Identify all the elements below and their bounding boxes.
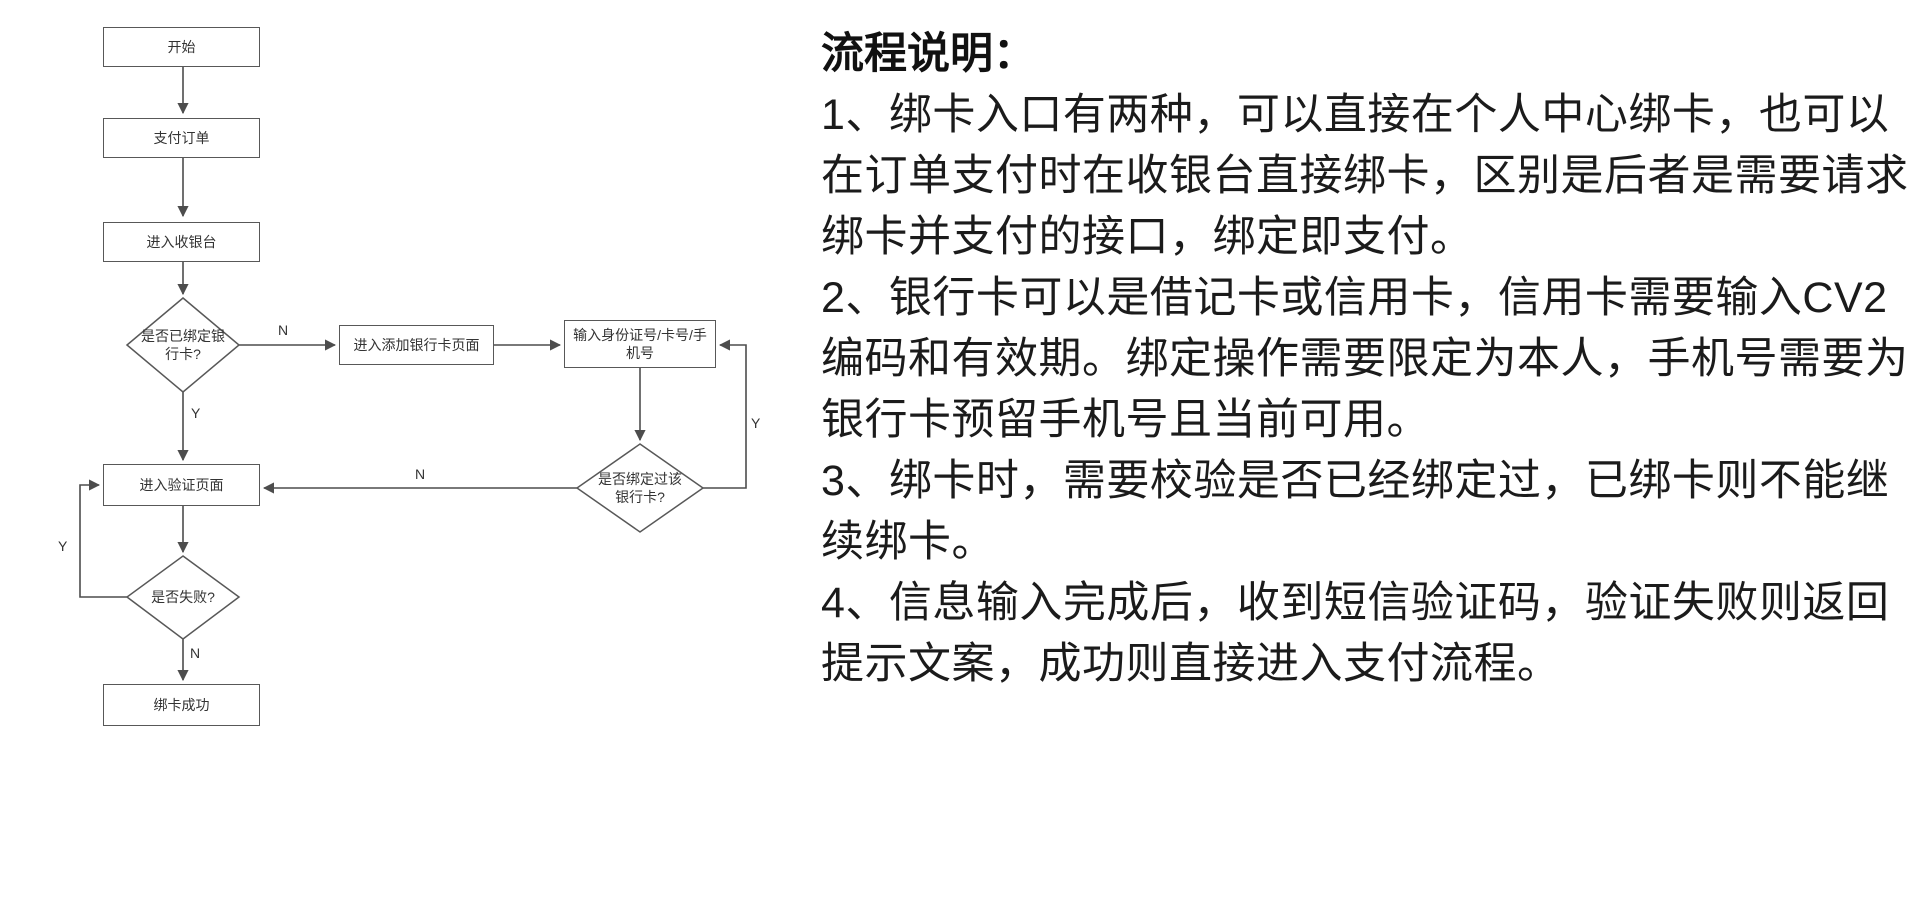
flow-node-start: 开始 <box>103 27 260 67</box>
description-paragraph-1: 1、绑卡入口有两种，可以直接在个人中心绑卡，也可以在订单支付时在收银台直接绑卡，… <box>821 91 1909 261</box>
diamond-check-bound-before <box>575 443 705 533</box>
edge-label-check-bound-no: N <box>278 322 289 338</box>
flow-node-input-info: 输入身份证号/卡号/手机号 <box>564 320 716 368</box>
flow-node-add-card-page: 进入添加银行卡页面 <box>339 325 494 365</box>
flow-node-check-bound-before-label: 是否绑定过该银行卡? <box>598 470 682 505</box>
flow-node-enter-cashier: 进入收银台 <box>103 222 260 262</box>
edge-check-bound-before-loop-to-input-info <box>703 339 747 489</box>
edge-label-check-bound-yes: Y <box>191 405 201 421</box>
diamond-check-bound <box>125 297 241 393</box>
edge-check-fail-loop-to-verify-page <box>79 479 127 598</box>
flow-node-pay-order: 支付订单 <box>103 118 260 158</box>
diamond-check-fail <box>125 555 241 640</box>
flow-node-check-fail-label: 是否失败? <box>151 588 215 605</box>
edge-label-check-fail-yes: Y <box>58 538 68 554</box>
description-paragraph-2: 2、银行卡可以是借记卡或信用卡，信用卡需要输入CV2编码和有效期。绑定操作需要限… <box>821 274 1909 444</box>
flowchart-edges-canvas <box>79 67 747 682</box>
flow-node-verify-page: 进入验证页面 <box>103 464 260 506</box>
bind-card-flowchart: 开始 支付订单 进入收银台 进入添加银行卡页面 输入身份证号/卡号/手机号 进入… <box>0 0 800 760</box>
process-description: 流程说明： 1、绑卡入口有两种，可以直接在个人中心绑卡，也可以在订单支付时在收银… <box>821 24 1916 695</box>
description-title: 流程说明： <box>821 30 1036 78</box>
edge-label-check-bound-before-no: N <box>415 466 426 482</box>
description-paragraph-4: 4、信息输入完成后，收到短信验证码，验证失败则返回提示文案，成功则直接进入支付流… <box>821 579 1890 688</box>
flow-node-bind-success: 绑卡成功 <box>103 684 260 726</box>
flow-node-check-bound-label: 是否已绑定银行卡? <box>141 327 225 362</box>
description-paragraph-3: 3、绑卡时，需要校验是否已经绑定过，已绑卡则不能继续绑卡。 <box>821 457 1890 566</box>
edge-label-check-fail-no: N <box>190 645 201 661</box>
edge-label-check-bound-before-yes: Y <box>751 415 761 431</box>
